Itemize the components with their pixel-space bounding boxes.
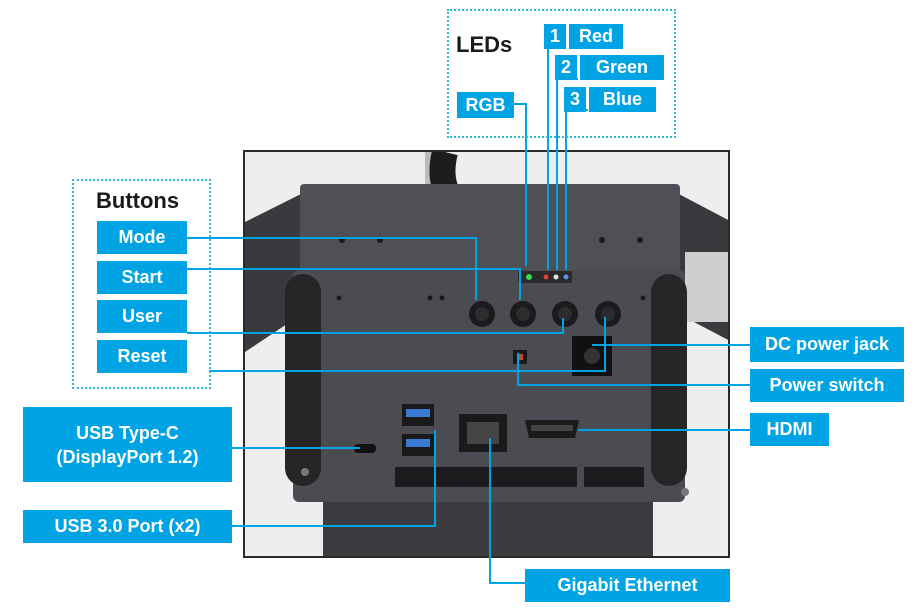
led-green-num: 2 — [555, 55, 577, 80]
device-photo — [243, 150, 730, 558]
led-blue-num: 3 — [564, 87, 586, 112]
buttons-title: Buttons — [96, 188, 180, 213]
led-green-label: 2 Green — [555, 55, 664, 80]
usb-type-c-line1: USB Type-C — [76, 422, 179, 443]
power-switch-label: Power switch — [750, 369, 904, 402]
button-start-label: Start — [97, 261, 187, 294]
button-mode-label: Mode — [97, 221, 187, 254]
led-red-num: 1 — [544, 24, 566, 49]
led-blue-name: Blue — [589, 87, 656, 112]
device-illustration — [245, 152, 728, 556]
usb-type-c-line2: (DisplayPort 1.2) — [56, 446, 199, 467]
buttons-group-box — [72, 179, 211, 389]
hdmi-label: HDMI — [750, 413, 829, 446]
usb3-label: USB 3.0 Port (x2) — [23, 510, 232, 543]
button-user-label: User — [97, 300, 187, 333]
led-red-label: 1 Red — [544, 24, 623, 49]
usb-type-c-label: USB Type-C (DisplayPort 1.2) — [23, 407, 232, 482]
button-reset-label: Reset — [97, 340, 187, 373]
led-blue-label: 3 Blue — [564, 87, 656, 112]
leds-title: LEDs — [456, 32, 513, 57]
led-green-name: Green — [580, 55, 664, 80]
led-red-name: Red — [569, 24, 623, 49]
dc-power-jack-label: DC power jack — [750, 327, 904, 362]
rgb-label: RGB — [457, 92, 514, 118]
leds-group-box — [447, 9, 676, 138]
gigabit-ethernet-label: Gigabit Ethernet — [525, 569, 730, 602]
